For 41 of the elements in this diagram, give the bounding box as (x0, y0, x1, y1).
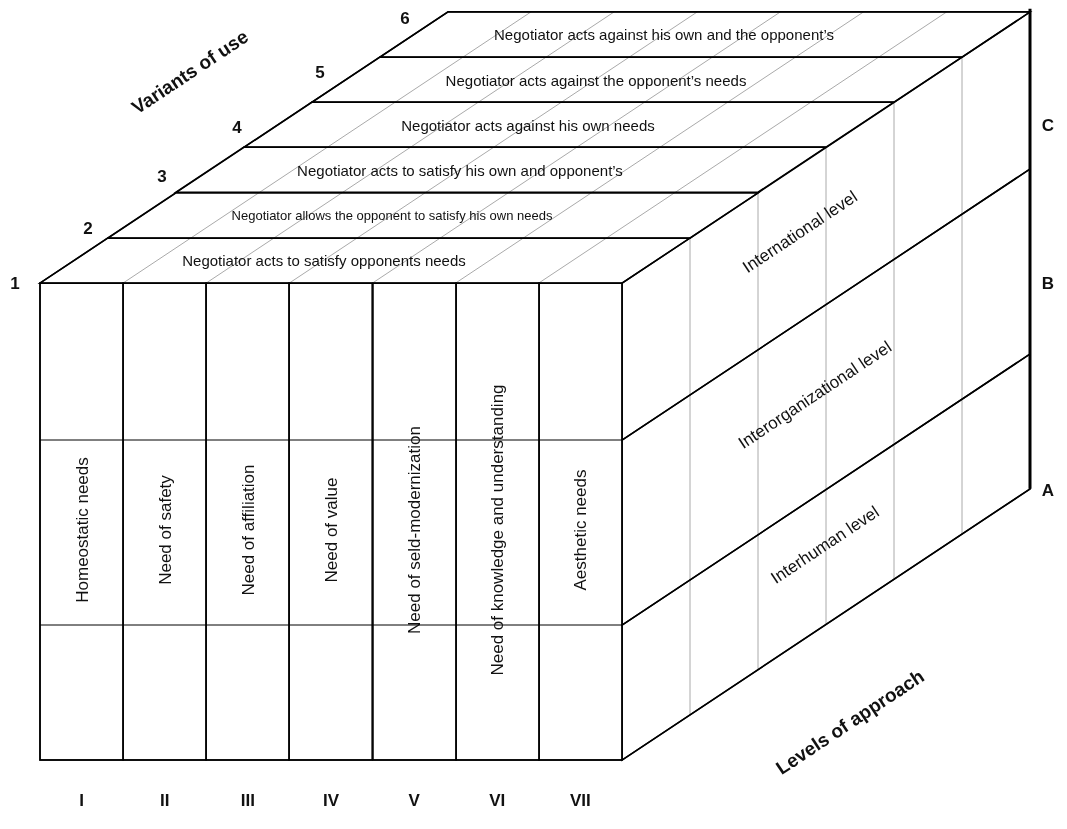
strategy-text: Negotiator acts against his own needs (401, 117, 655, 133)
need-column (538, 283, 622, 760)
need-column (40, 283, 124, 760)
variant-number: 2 (83, 219, 93, 237)
strategy-text: Negotiator acts to satisfy his own and opponent’s (297, 162, 623, 178)
need-text: Homeostatic needs (73, 457, 91, 603)
variant-number: 4 (232, 118, 242, 136)
roman-numeral: VII (570, 791, 591, 809)
level-letter: B (1041, 274, 1055, 292)
roman-numeral: V (408, 791, 420, 809)
variant-number: 6 (400, 9, 410, 27)
need-column (289, 283, 373, 760)
roman-numeral: II (160, 791, 170, 809)
strategy-text: Negotiator allows the opponent to satisfy his own needs (231, 208, 553, 222)
level-band (622, 168, 1030, 625)
roman-numeral: III (240, 791, 255, 809)
need-column (206, 283, 290, 760)
roman-numeral: VI (489, 791, 506, 809)
need-text: Need of knowledge and understanding (488, 384, 506, 676)
need-column (372, 283, 456, 760)
variant-number: 3 (157, 167, 167, 185)
strategy-text: Negotiator acts to satisfy opponents needs (182, 252, 466, 268)
need-text: Need of value (322, 477, 340, 583)
need-text: Aesthetic needs (571, 469, 589, 591)
need-column (123, 283, 207, 760)
strategy-text: Negotiator acts against the opponent’s needs (445, 72, 747, 88)
top-strip (312, 57, 962, 103)
top-strip (244, 102, 894, 148)
need-text: Need of affiliation (239, 464, 257, 596)
need-column (455, 283, 539, 760)
need-text: Need of seld-modernization (405, 426, 423, 634)
roman-numeral: I (79, 791, 84, 809)
need-text: Need of safety (156, 475, 174, 585)
level-letter: C (1041, 116, 1055, 134)
top-strip (176, 147, 826, 193)
level-letter: A (1041, 481, 1055, 499)
top-strip (380, 11, 1030, 57)
strategy-text: Negotiator acts against his own and the opponent’s (494, 26, 834, 42)
variant-number: 5 (315, 63, 325, 81)
roman-numeral: IV (322, 791, 340, 809)
variant-number: 1 (10, 274, 20, 292)
